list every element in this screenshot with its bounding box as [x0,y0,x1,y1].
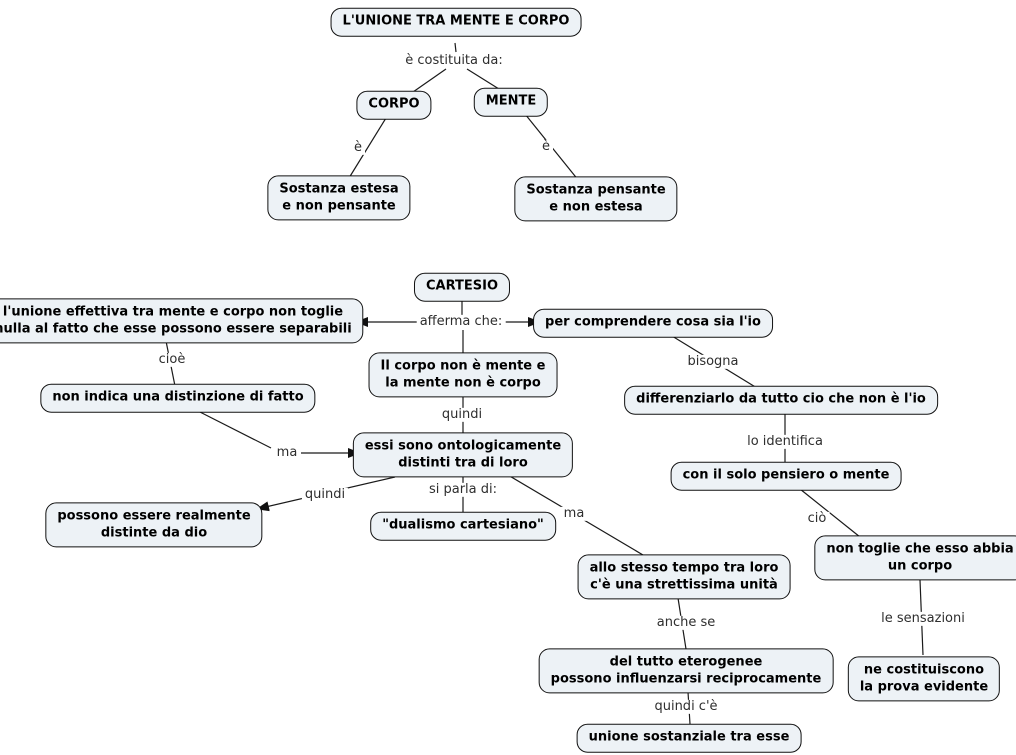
node-unione-effettiva[interactable]: l'unione effettiva tra mente e corpo non… [0,298,364,344]
node-possono-distinte[interactable]: possono essere realmente distinte da dio [45,502,263,548]
node-unione-sostanziale[interactable]: unione sostanziale tra esse [576,723,802,753]
node-differenziarlo[interactable]: differenziarlo da tutto cio che non è l'… [624,385,938,415]
node-ne-costituiscono[interactable]: ne costituiscono la prova evidente [847,656,1001,702]
node-dualismo[interactable]: "dualismo cartesiano" [370,511,556,541]
edge-label-anche-se: anche se [653,615,719,631]
node-non-indica[interactable]: non indica una distinzione di fatto [40,383,316,413]
edge-label-quindi-ce: quindi c'è [651,699,721,715]
node-corpo[interactable]: CORPO [356,90,432,120]
edge-label-lo-identifica: lo identifica [744,434,826,450]
node-per-comprendere[interactable]: per comprendere cosa sia l'io [533,308,773,338]
edge-label-quindi-mid: quindi [438,407,486,423]
edge-label-cio: ciò [804,511,830,527]
node-non-toglie-corpo[interactable]: non toglie che esso abbia un corpo [814,535,1016,581]
edge-label-le-sensazioni: le sensazioni [878,611,968,627]
node-title[interactable]: L'UNIONE TRA MENTE E CORPO [330,7,582,37]
edge-label-bisogna: bisogna [684,354,742,370]
node-cartesio[interactable]: CARTESIO [413,272,511,302]
edge-label-ma-right: ma [560,506,588,522]
node-corpo-non-mente[interactable]: Il corpo non è mente e la mente non è co… [368,352,558,398]
node-essi-sono[interactable]: essi sono ontologicamente distinti tra d… [352,432,574,478]
node-del-tutto-eterogenee[interactable]: del tutto eterogenee possono influenzars… [538,648,834,694]
edge-label-e-costituita-da: è costituita da: [402,53,506,69]
edge-label-e-left: è [351,140,365,156]
node-sostanza-pensante[interactable]: Sostanza pensante e non estesa [514,176,678,222]
edge-label-afferma-che: afferma che: [416,314,506,330]
node-allo-stesso-tempo[interactable]: allo stesso tempo tra loro c'è una stret… [577,554,791,600]
edge-label-si-parla-di: si parla di: [425,482,501,498]
node-sostanza-estesa[interactable]: Sostanza estesa e non pensante [267,175,411,221]
edge-label-e-right: è [539,139,553,155]
edge-label-cioe: cioè [155,352,189,368]
node-con-solo-pensiero[interactable]: con il solo pensiero o mente [670,461,902,491]
node-mente[interactable]: MENTE [473,87,549,117]
edge-label-quindi-left: quindi [301,487,349,503]
edge-label-ma-left: ma [273,445,301,461]
